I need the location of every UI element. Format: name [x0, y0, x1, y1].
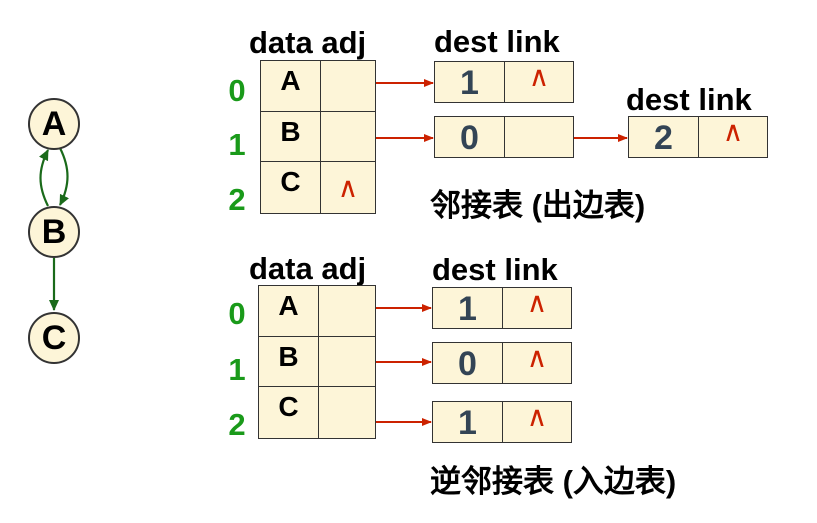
out-index-2: 2: [228, 182, 246, 217]
edge-link: ∧: [503, 402, 571, 442]
graph-node-c: C: [28, 312, 80, 364]
out-edge-node-b1: 0: [434, 116, 574, 158]
edge-link: ∧: [699, 117, 767, 157]
out-vertex-table: A B C ∧: [260, 60, 376, 214]
in-vertex-adj: [319, 337, 375, 386]
in-vertex-row-c: C: [259, 386, 375, 438]
edge-dest: 2: [629, 117, 699, 157]
out-vertex-adj: [321, 112, 375, 161]
in-vertex-data: B: [259, 337, 319, 386]
in-node-header: dest link: [432, 252, 558, 287]
out-index-0: 0: [228, 73, 246, 108]
null-pointer-icon: ∧: [337, 171, 359, 204]
in-vertex-row-b: B: [259, 336, 375, 386]
edge-dest: 1: [433, 402, 503, 442]
in-vertex-data: A: [259, 286, 319, 336]
out-vertex-row-c: C ∧: [261, 161, 375, 213]
out-node-header-1: dest link: [434, 24, 560, 59]
null-pointer-icon: ∧: [526, 286, 548, 319]
edge-dest: 1: [433, 288, 503, 328]
in-vertex-adj: [319, 387, 375, 438]
in-vertex-data: C: [259, 387, 319, 438]
out-table-header: data adj: [249, 25, 367, 60]
in-vertex-row-a: A: [259, 286, 375, 336]
graph-node-a: A: [28, 98, 80, 150]
null-pointer-icon: ∧: [528, 60, 550, 93]
null-pointer-icon: ∧: [526, 400, 548, 433]
out-index-1: 1: [228, 127, 246, 162]
null-pointer-icon: ∧: [526, 341, 548, 374]
in-table-header: data adj: [249, 251, 367, 286]
edge-a-to-b: [59, 147, 69, 206]
in-edge-node-a: 1 ∧: [432, 287, 572, 329]
in-vertex-table: A B C: [258, 285, 376, 439]
in-edge-node-c: 1 ∧: [432, 401, 572, 443]
edge-link: ∧: [505, 62, 573, 102]
out-vertex-data: B: [261, 112, 321, 161]
out-table-caption: 邻接表 (出边表): [430, 188, 646, 223]
edge-dest: 0: [435, 117, 505, 157]
edge-dest: 1: [435, 62, 505, 102]
edge-b-to-a: [39, 149, 49, 207]
in-index-2: 2: [228, 407, 246, 442]
out-vertex-data: A: [261, 61, 321, 111]
in-edge-node-b: 0 ∧: [432, 342, 572, 384]
edge-dest: 0: [433, 343, 503, 383]
edge-link: ∧: [503, 288, 571, 328]
out-vertex-adj: ∧: [321, 162, 375, 213]
in-index-1: 1: [228, 352, 246, 387]
out-node-header-2: dest link: [626, 82, 752, 117]
out-vertex-row-b: B: [261, 111, 375, 161]
edge-link: [505, 117, 573, 157]
edge-link: ∧: [503, 343, 571, 383]
out-edge-node-a: 1 ∧: [434, 61, 574, 103]
out-vertex-adj: [321, 61, 375, 111]
in-vertex-adj: [319, 286, 375, 336]
out-edge-node-b2: 2 ∧: [628, 116, 768, 158]
out-vertex-row-a: A: [261, 61, 375, 111]
in-index-0: 0: [228, 296, 246, 331]
graph-node-b: B: [28, 206, 80, 258]
null-pointer-icon: ∧: [722, 115, 744, 148]
out-vertex-data: C: [261, 162, 321, 213]
in-table-caption: 逆邻接表 (入边表): [430, 464, 677, 499]
